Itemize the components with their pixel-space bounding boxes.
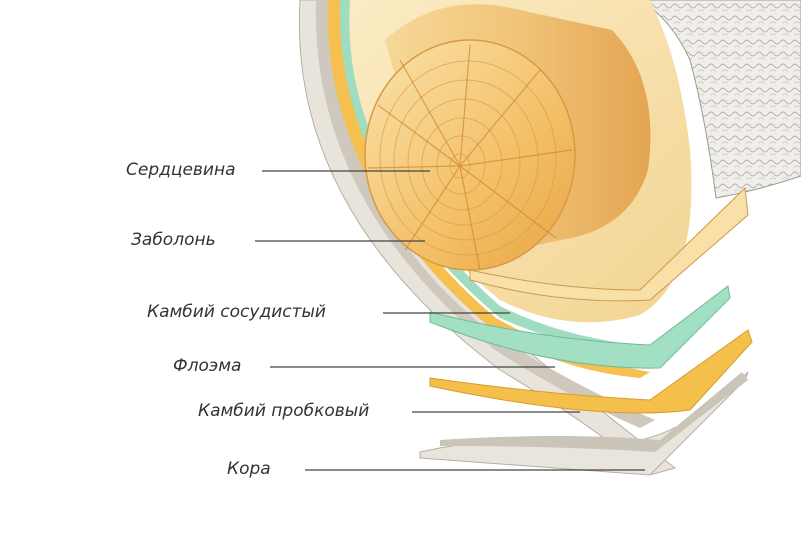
label-phloem: Флоэма — [173, 356, 242, 376]
bark-texture — [639, 0, 801, 199]
label-bark: Кора — [227, 459, 271, 479]
leader-lines — [255, 170, 645, 471]
sapwood-strip — [469, 186, 749, 302]
label-sapwood: Заболонь — [131, 230, 216, 250]
medullary-rays — [367, 44, 573, 271]
cork-cambium-strip — [440, 372, 748, 452]
growth-rings — [379, 60, 557, 256]
label-cork-cambium: Камбий пробковый — [198, 401, 370, 421]
phloem-strip — [429, 329, 753, 414]
label-pith: Сердцевина — [126, 160, 236, 180]
label-vascular-cambium: Камбий сосудистый — [147, 302, 326, 322]
heartwood-end-face — [364, 39, 576, 271]
vascular-cambium-strip — [429, 285, 731, 369]
